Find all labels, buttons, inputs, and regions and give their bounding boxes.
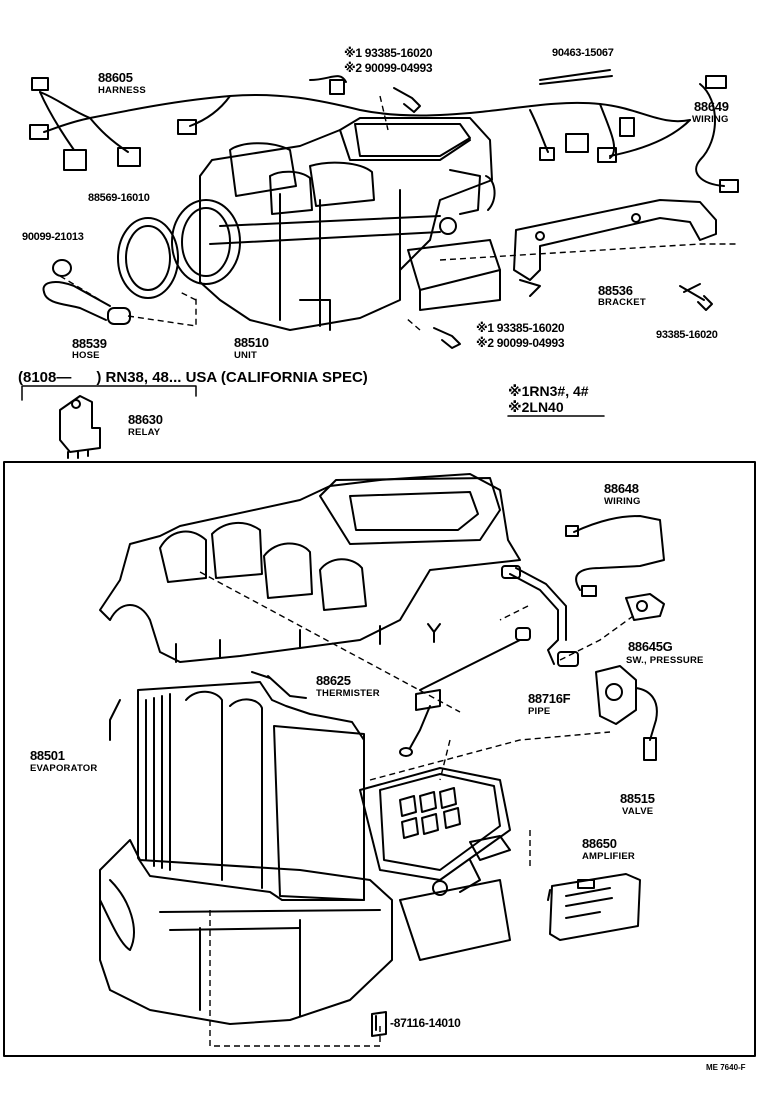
upper-case-drawing <box>99 473 521 663</box>
amplifier-name: AMPLIFIER <box>582 851 635 862</box>
pipe-number: 88716F <box>528 691 571 706</box>
alt-parts-bottom-line1: ※1 93385-16020 <box>476 321 565 335</box>
bolt-bottom-drawing <box>433 327 461 349</box>
wiring-88648-number: 88648 <box>604 481 639 496</box>
part-90099-number: 90099-21013 <box>22 231 84 243</box>
hose-drawing <box>42 281 131 325</box>
relay-number: 88630 <box>128 412 163 427</box>
spec-note: (8108— ) RN38, 48... USA (CALIFORNIA SPE… <box>18 369 368 386</box>
pipe-name: PIPE <box>528 706 551 717</box>
lower-case-drawing <box>99 767 511 1025</box>
pipe-drawing <box>501 565 579 667</box>
thermister-drawing <box>399 627 531 757</box>
alt-parts-top-line1: ※1 93385-16020 <box>344 46 433 60</box>
wiring-88648-drawing <box>565 515 665 597</box>
figure-code: ME 7640-F <box>706 1063 746 1072</box>
bracket-name: BRACKET <box>598 297 646 308</box>
legend-line1: ※1RN3#, 4# <box>508 383 589 399</box>
wiring-88649-name: WIRING <box>692 114 729 125</box>
hose-name: HOSE <box>72 350 100 361</box>
valve-drawing <box>595 665 658 761</box>
evaporator-drawing <box>109 671 365 901</box>
unit-number: 88510 <box>234 335 269 350</box>
lower-assembly-frame <box>3 461 756 1057</box>
thermister-number: 88625 <box>316 673 351 688</box>
hose-number: 88539 <box>72 336 107 351</box>
wiring-88649-number: 88649 <box>694 99 729 114</box>
part-87116-number: -87116-14010 <box>390 1016 461 1030</box>
bolt-top-drawing <box>393 87 421 113</box>
evaporator-name: EVAPORATOR <box>30 763 98 774</box>
legend-line2: ※2LN40 <box>508 399 564 415</box>
dashed-guide-lines <box>59 95 738 1047</box>
wiring-88648-name: WIRING <box>604 496 641 507</box>
relay-name: RELAY <box>128 427 161 438</box>
bracket-drawing <box>513 199 717 297</box>
spec-bracket-line <box>21 385 197 401</box>
thermister-name: THERMISTER <box>316 688 380 699</box>
amplifier-drawing <box>547 873 641 941</box>
pressure-switch-drawing <box>625 593 665 621</box>
clip-87116-drawing <box>371 1011 387 1037</box>
clip-drawing <box>539 69 613 85</box>
valve-name: VALVE <box>622 806 654 817</box>
bracket-number: 88536 <box>598 283 633 298</box>
harness-number: 88605 <box>98 70 133 85</box>
bolt-right-drawing <box>679 283 713 311</box>
harness-name: HARNESS <box>98 85 146 96</box>
grommet-drawing <box>52 259 72 277</box>
bolt-93385-number: 93385-16020 <box>656 329 718 341</box>
part-88569-number: 88569-16010 <box>88 192 150 204</box>
top-unit-drawing <box>117 117 501 331</box>
sw-pressure-name: SW., PRESSURE <box>626 655 704 666</box>
unit-name: UNIT <box>234 350 257 361</box>
alt-parts-bottom-line2: ※2 90099-04993 <box>476 336 565 350</box>
alt-parts-top-line2: ※2 90099-04993 <box>344 61 433 75</box>
small-screw-drawing <box>427 623 441 643</box>
valve-number: 88515 <box>620 791 655 806</box>
evaporator-number: 88501 <box>30 748 65 763</box>
sw-pressure-number: 88645G <box>628 639 673 654</box>
amplifier-number: 88650 <box>582 836 617 851</box>
part-90463-number: 90463-15067 <box>552 47 614 59</box>
relay-drawing <box>59 395 101 459</box>
harness-drawing <box>29 75 739 193</box>
